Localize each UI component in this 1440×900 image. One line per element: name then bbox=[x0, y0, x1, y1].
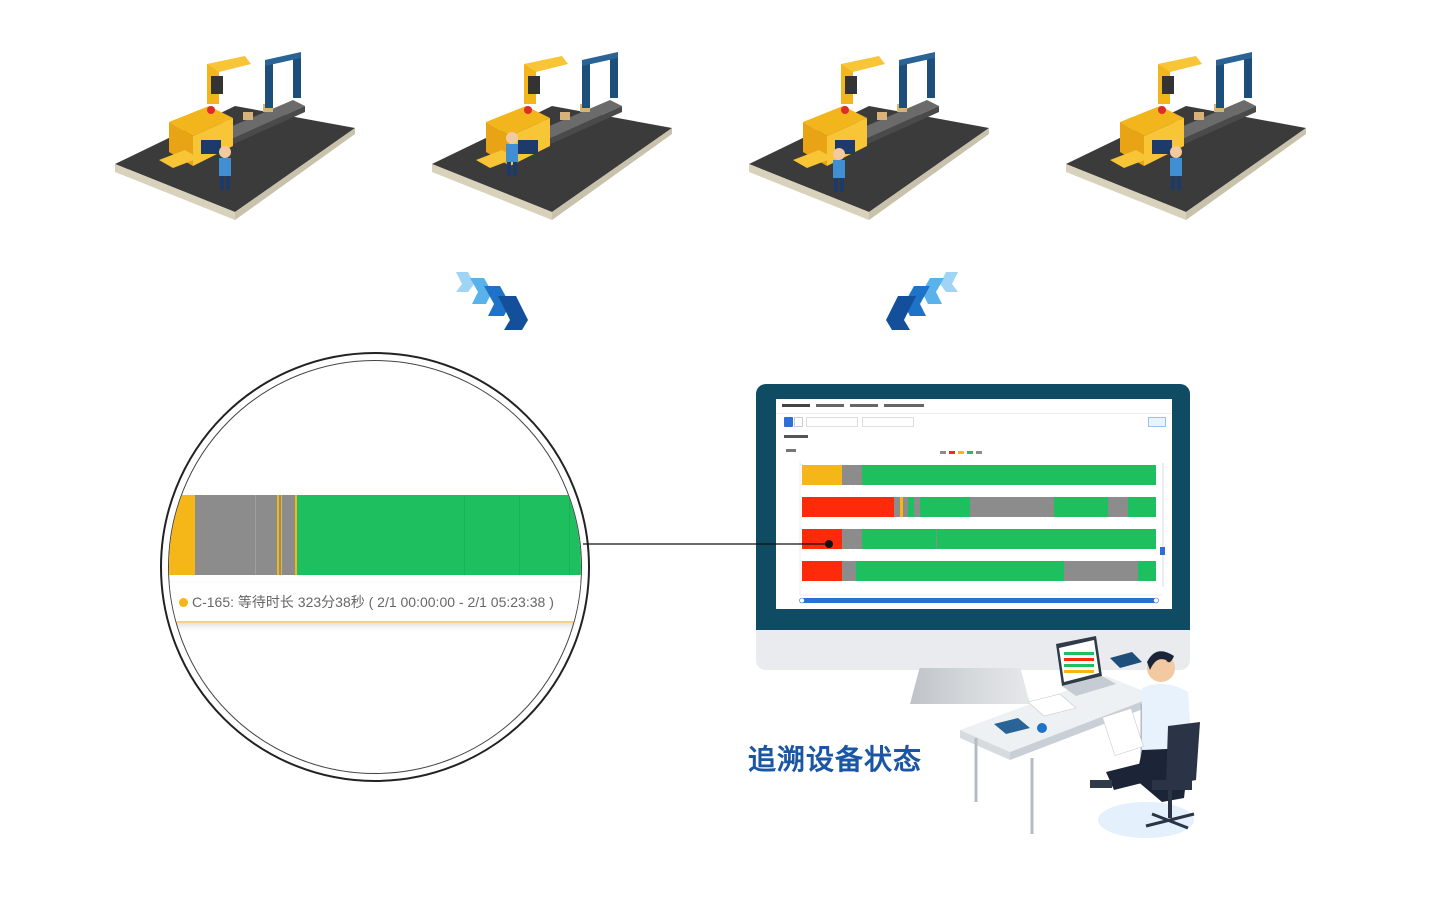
tooltip-text: C-165: 等待时长 323分38秒 ( 2/1 00:00:00 - 2/1… bbox=[192, 594, 554, 610]
view-toggle-active[interactable] bbox=[784, 417, 793, 427]
monitor bbox=[756, 384, 1190, 670]
download-link[interactable] bbox=[786, 449, 796, 452]
timeline-zoom-slider[interactable] bbox=[802, 598, 1156, 603]
dashboard-screen bbox=[776, 399, 1172, 609]
legend-item-stop bbox=[940, 450, 946, 454]
slider-handle-left[interactable] bbox=[799, 597, 805, 604]
start-date-input[interactable] bbox=[806, 417, 858, 427]
status-row bbox=[802, 529, 1156, 549]
chevron-down-right-icon bbox=[456, 272, 528, 330]
tab-1[interactable] bbox=[782, 404, 810, 407]
section-title bbox=[784, 435, 808, 438]
dashboard-tabs bbox=[776, 399, 1172, 414]
status-timeline-chart bbox=[799, 461, 1165, 604]
status-tooltip: C-165: 等待时长 323分38秒 ( 2/1 00:00:00 - 2/1… bbox=[169, 583, 581, 623]
tab-2[interactable] bbox=[816, 404, 844, 407]
end-date-input[interactable] bbox=[862, 417, 914, 427]
factory-line-icon bbox=[749, 52, 989, 220]
query-button[interactable] bbox=[1148, 417, 1166, 427]
status-row bbox=[802, 497, 1156, 517]
factory-line-icon bbox=[432, 52, 672, 220]
wait-status-dot bbox=[179, 597, 188, 607]
diagram-caption: 追溯设备状态 bbox=[748, 744, 923, 775]
factory-line-icon bbox=[115, 52, 355, 220]
legend-item-other bbox=[976, 450, 982, 454]
status-row bbox=[802, 561, 1156, 581]
vertical-scroll-handle[interactable] bbox=[1160, 547, 1165, 555]
slider-handle-right[interactable] bbox=[1153, 597, 1159, 604]
legend-item-wait bbox=[958, 450, 964, 454]
legend bbox=[940, 449, 982, 455]
vertical-scrollbar[interactable] bbox=[1162, 463, 1164, 587]
magnifier-lens-icon: C-165: 等待时长 323分38秒 ( 2/1 00:00:00 - 2/1… bbox=[160, 352, 590, 782]
tab-4[interactable] bbox=[884, 404, 924, 407]
view-toggle[interactable] bbox=[794, 417, 803, 427]
status-row bbox=[802, 465, 1156, 485]
tab-3[interactable] bbox=[850, 404, 878, 407]
chevron-down-left-icon bbox=[886, 272, 958, 330]
office-worker-icon bbox=[960, 636, 1200, 838]
zoomed-status-bar bbox=[169, 495, 581, 575]
legend-item-run bbox=[967, 450, 973, 454]
factory-line-icon bbox=[1066, 52, 1306, 220]
monitor-stand bbox=[910, 668, 1030, 704]
legend-item-fault bbox=[949, 450, 955, 454]
magnifier-content: C-165: 等待时长 323分38秒 ( 2/1 00:00:00 - 2/1… bbox=[168, 360, 582, 774]
